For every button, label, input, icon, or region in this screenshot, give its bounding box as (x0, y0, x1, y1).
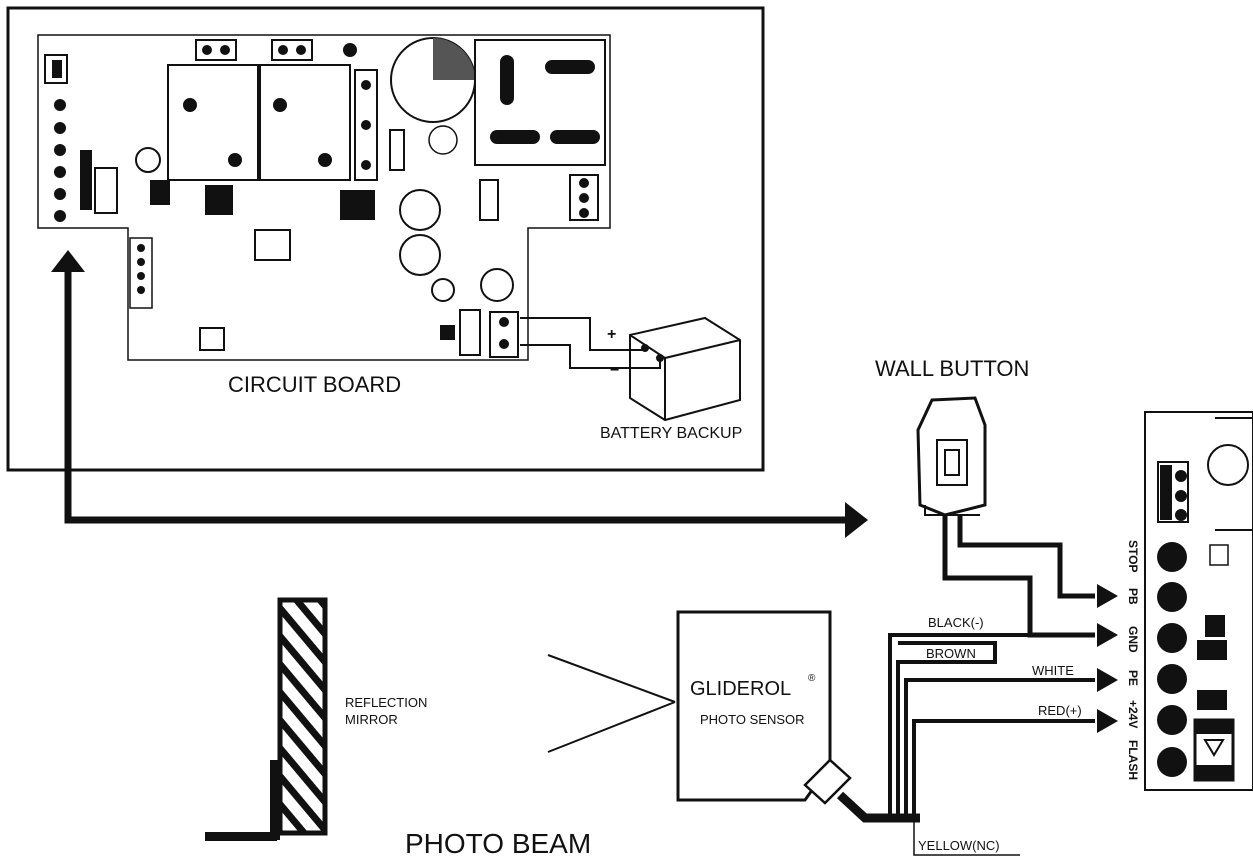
wall-button-wires (942, 515, 1095, 638)
relay-components (167, 64, 351, 181)
photo-beam-label: PHOTO BEAM (405, 828, 592, 859)
terminal-24v: +24V (1126, 700, 1140, 729)
battery-backup-label: BATTERY BACKUP (600, 425, 743, 442)
sensor-wires (888, 633, 1095, 820)
battery-wires (520, 317, 661, 369)
pcb-outline (37, 34, 611, 361)
terminal-block (1144, 411, 1253, 791)
transformer-block (474, 39, 606, 166)
battery-minus-label: − (610, 362, 620, 379)
wire-label-black: BLACK(-) (928, 615, 984, 630)
wire-label-yellow: YELLOW(NC) (918, 838, 1000, 853)
board-to-terminal-arrow (51, 250, 868, 538)
photo-sensor (676, 610, 852, 805)
terminal-stop: STOP (1126, 540, 1140, 573)
capacitors-small (135, 147, 514, 302)
sensor-cable (836, 791, 920, 823)
wire-label-white: WHITE (1032, 663, 1074, 678)
yellow-wire-leader (913, 818, 1020, 856)
circuit-board-label: CIRCUIT BOARD (228, 372, 402, 397)
battery-backup (629, 316, 741, 422)
terminal-screws (1157, 542, 1187, 777)
sensor-type-label: PHOTO SENSOR (700, 712, 805, 727)
wire-label-brown: BROWN (926, 646, 976, 661)
terminal-flash: FLASH (1126, 740, 1140, 780)
sensor-brand-label: GLIDEROL (690, 678, 792, 700)
terminal-arrowheads (1097, 584, 1118, 733)
terminal-pb: PB (1126, 588, 1140, 605)
wall-button-label: WALL BUTTON (875, 356, 1030, 381)
reflection-mirror (205, 597, 328, 841)
reflection-mirror-label-2: MIRROR (345, 712, 398, 727)
terminal-gnd: GND (1126, 626, 1140, 653)
pcb-connectors (44, 39, 599, 358)
wire-label-red: RED(+) (1038, 703, 1082, 718)
sensor-reg-mark: ® (808, 673, 816, 684)
reflection-mirror-label-1: REFLECTION (345, 695, 428, 710)
terminal-pe: PE (1126, 670, 1140, 687)
capacitor-large (390, 37, 476, 155)
pcb-chips (80, 129, 499, 356)
photo-beam-lines (547, 654, 676, 753)
wall-button (916, 396, 987, 517)
battery-plus-label: + (607, 326, 617, 343)
